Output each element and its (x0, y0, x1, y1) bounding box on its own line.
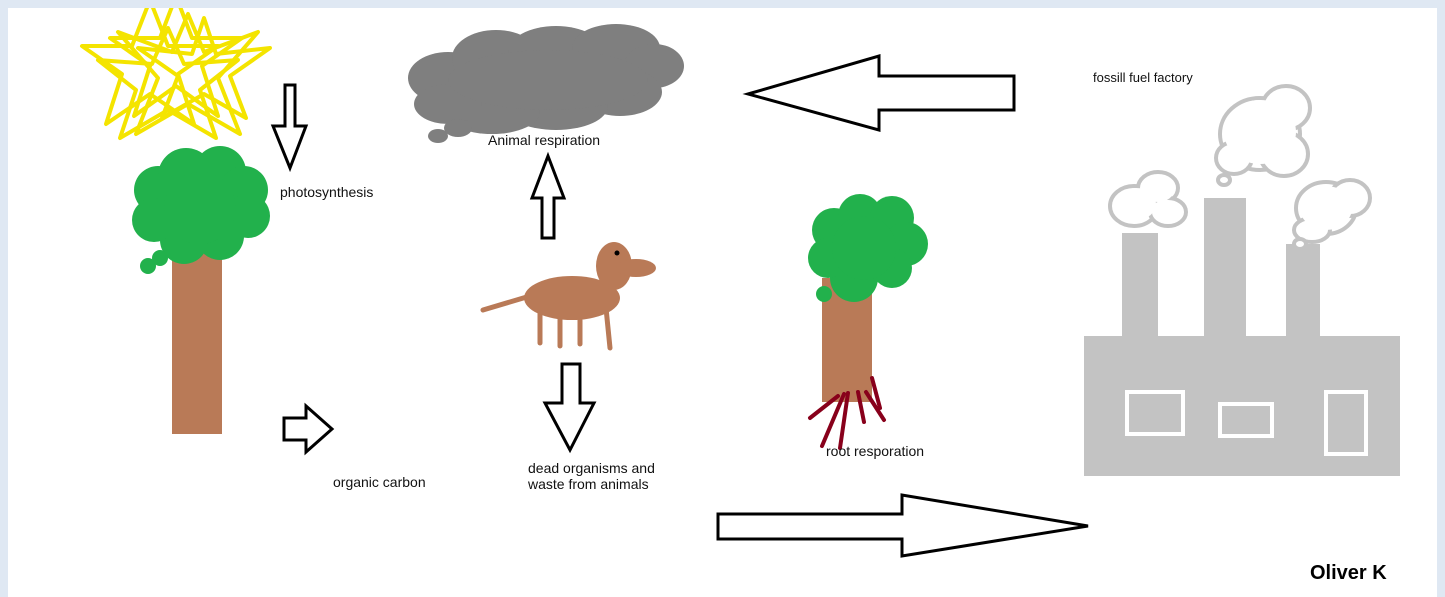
left-arrow-icon (748, 56, 1014, 130)
diagram-canvas: photosynthesis Animal respiration fossil… (8, 8, 1437, 597)
tree-with-roots-icon (808, 194, 928, 448)
dead-organisms-label: dead organisms and waste from animals (528, 460, 658, 492)
organic-carbon-label: organic carbon (333, 474, 426, 490)
photosynthesis-arrow-icon (273, 85, 306, 168)
factory-icon (1084, 86, 1400, 476)
carbon-cycle-drawing (8, 8, 1437, 597)
animal-respiration-label: Animal respiration (488, 132, 600, 148)
bottom-right-arrow-icon (718, 495, 1088, 556)
cloud-icon (408, 24, 684, 143)
tree-icon (132, 146, 270, 434)
animal-icon (483, 242, 656, 348)
up-arrow-icon (532, 156, 564, 238)
down-arrow-icon (545, 364, 594, 450)
photosynthesis-label: photosynthesis (280, 184, 373, 200)
sun-icon (82, 8, 270, 138)
root-respiration-label: root resporation (826, 443, 924, 459)
right-arrow-icon (284, 406, 332, 452)
factory-label: fossill fuel factory (1093, 70, 1193, 86)
author-name: Oliver K (1310, 562, 1387, 585)
